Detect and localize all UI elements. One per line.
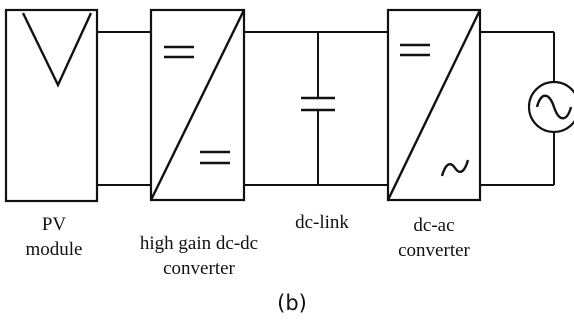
dclink-label: dc-link	[295, 212, 349, 233]
figure-caption: (b)	[277, 291, 307, 315]
pv-cell-icon	[21, 12, 93, 88]
pv-module-block	[4, 8, 99, 203]
ac-symbol-icon	[440, 159, 470, 177]
dc-output-symbol-icon	[200, 150, 230, 165]
ac-source-icon	[527, 80, 574, 134]
pv-label-line1: PV	[42, 214, 67, 235]
pv-label-line2: module	[26, 239, 83, 260]
dc-link-capacitor-icon	[301, 32, 335, 185]
dcdc-converter-block	[149, 8, 246, 202]
dcac-label-line1: dc-ac	[413, 215, 454, 236]
dc-input-symbol-icon	[164, 45, 194, 59]
dc-symbol-icon	[400, 43, 430, 57]
dcac-converter-block	[386, 8, 482, 202]
dcdc-label-line2: converter	[163, 258, 235, 279]
dcac-label-line2: converter	[398, 240, 470, 261]
dcdc-label-line1: high gain dc-dc	[140, 233, 258, 254]
